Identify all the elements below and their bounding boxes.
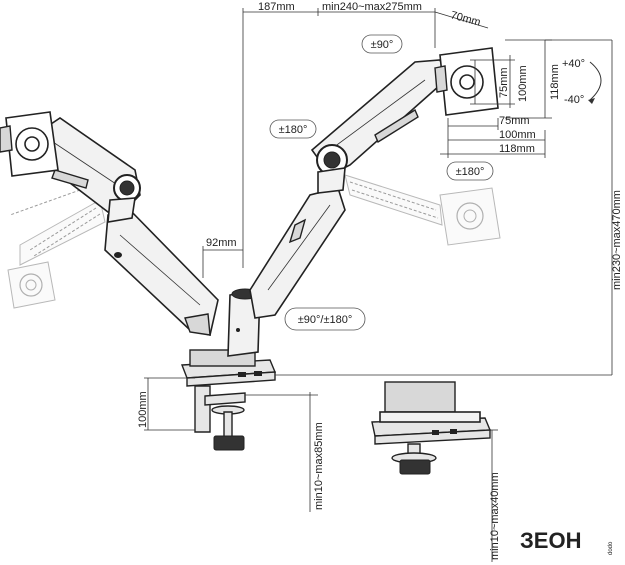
- label-vesa-v-75: 75mm: [498, 67, 510, 98]
- label-tilt-up: +40°: [562, 58, 585, 70]
- label-height-range: min230~max470mm: [611, 190, 623, 290]
- grommet-base: [371, 381, 492, 475]
- badge-swivel-top: ±90°: [361, 34, 403, 54]
- desk-base: [181, 349, 277, 451]
- svg-text:±180°: ±180°: [279, 124, 308, 136]
- svg-text:±180°: ±180°: [456, 166, 485, 178]
- brand-logo: ЗЕОН dodo: [520, 528, 614, 555]
- label-desk-thickness-grommet: min10~max40mm: [489, 472, 501, 560]
- svg-text:±90°/±180°: ±90°/±180°: [298, 314, 353, 326]
- svg-text:±90°: ±90°: [371, 39, 394, 51]
- label-vesa-h-100: 100mm: [499, 129, 536, 141]
- vesa-plate-right: [434, 47, 499, 116]
- tilt-arrow-icon: [589, 61, 602, 101]
- label-arm-reach-inner: 187mm: [258, 1, 295, 13]
- dimension-lines: [144, 8, 613, 562]
- label-head-offset: 70mm: [449, 9, 482, 29]
- label-vesa-h-75: 75mm: [499, 115, 530, 127]
- label-vesa-v-100: 100mm: [517, 65, 529, 102]
- grommet-port-icon: [432, 430, 439, 435]
- clamp-knob: [213, 435, 245, 451]
- right-upper-arm: [310, 59, 449, 194]
- ghost-vesa-right: [439, 187, 501, 246]
- label-clamp-height: 100mm: [137, 391, 149, 428]
- label-arm-offset: 92mm: [206, 237, 237, 249]
- label-desk-thickness-clamp: min10~max85mm: [313, 422, 325, 510]
- label-arm-reach-range: min240~max275mm: [322, 1, 422, 13]
- rotation-arrows: [588, 61, 602, 104]
- brand-logo-text: ЗЕОН: [520, 528, 581, 553]
- label-tilt-down: -40°: [564, 94, 584, 106]
- badge-swivel-right: ±180°: [446, 161, 494, 181]
- brand-logo-sub: dodo: [608, 541, 614, 555]
- ghost-vesa-left: [7, 261, 56, 309]
- left-lower-arm: [104, 203, 219, 336]
- badge-base-rotation: ±90°/±180°: [284, 307, 366, 331]
- grommet-knob: [399, 459, 431, 475]
- ghost-positions: [7, 174, 501, 309]
- right-lower-arm: [249, 187, 346, 319]
- base-port-icon: [254, 371, 262, 376]
- label-vesa-h-118: 118mm: [499, 143, 535, 155]
- base-port-icon: [238, 372, 246, 377]
- label-vesa-v-118: 118mm: [549, 64, 561, 100]
- vesa-plate-left: [0, 111, 59, 177]
- badge-rotation-left: ±180°: [269, 119, 317, 139]
- grommet-port-icon: [450, 429, 457, 434]
